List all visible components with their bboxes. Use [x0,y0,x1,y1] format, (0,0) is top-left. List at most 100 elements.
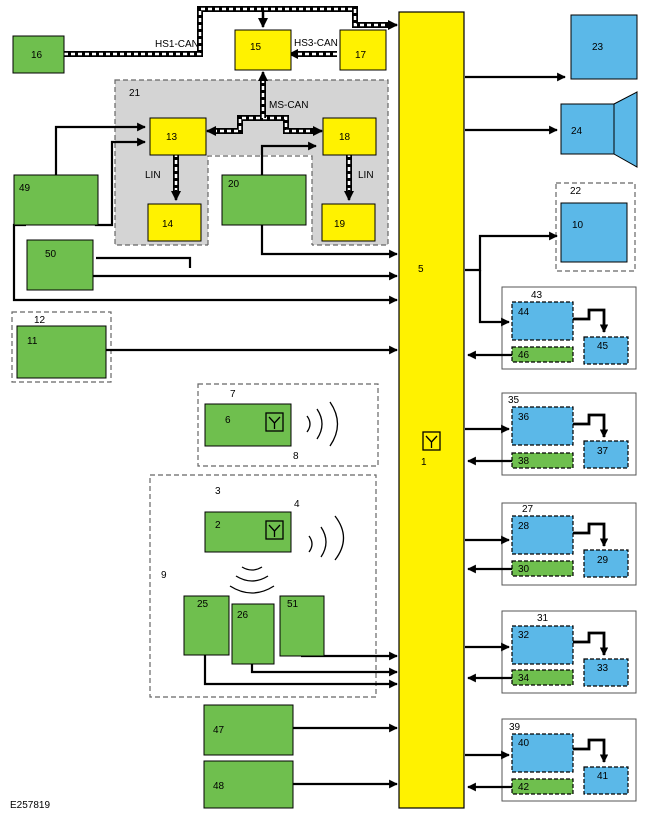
label-23: 23 [592,42,604,53]
block-48 [203,760,294,809]
label-17: 17 [355,50,367,61]
label-10: 10 [572,220,584,231]
label-51: 51 [287,599,299,610]
bus-label-lin-right: LIN [358,170,374,181]
label-44: 44 [518,307,530,318]
block-26 [231,603,275,665]
label-39: 39 [509,722,521,733]
label-50: 50 [45,249,57,260]
antenna-icon [265,412,284,432]
antenna-icon [422,431,441,451]
module-27-parts [511,515,629,578]
label-27: 27 [522,504,534,515]
label-42: 42 [518,782,530,793]
group-frame-22 [555,182,636,272]
group-frame-7 [197,383,379,467]
group-frame-3 [149,474,377,698]
block-19 [321,203,376,242]
module-43-parts [511,301,629,365]
module-35-parts [511,406,629,469]
label-49: 49 [19,183,31,194]
block-25 [183,595,230,656]
label-4: 4 [294,499,300,510]
radio-waves-icon [306,401,339,447]
label-1: 1 [421,457,427,468]
block-10 [560,202,628,263]
label-24: 24 [571,126,583,137]
label-2: 2 [215,520,221,531]
label-8: 8 [293,451,299,462]
label-3: 3 [215,486,221,497]
label-13: 13 [166,132,178,143]
label-45: 45 [597,341,609,352]
label-36: 36 [518,412,530,423]
block-16 [12,35,65,74]
block-23 [570,14,638,80]
ms-can-bus [213,78,316,134]
block-51 [279,595,325,657]
block-20 [221,174,307,226]
label-28: 28 [518,521,530,532]
label-37: 37 [597,446,609,457]
label-5: 5 [418,264,424,275]
block-18 [322,117,377,156]
block-13 [149,117,207,156]
label-46: 46 [518,350,530,361]
block-17 [339,29,387,71]
block-50 [26,239,94,291]
bus-label-hs1: HS1-CAN [155,39,199,50]
label-30: 30 [518,564,530,575]
block-5 [398,11,465,809]
label-33: 33 [597,663,609,674]
module-39-parts [511,733,629,795]
block-11 [16,325,107,379]
figure-code: E257819 [10,800,50,811]
block-labels: 1 2 3 4 5 6 7 8 9 10 11 12 13 14 15 16 1… [19,42,609,793]
label-38: 38 [518,456,530,467]
label-21: 21 [129,88,141,99]
label-14: 14 [162,219,174,230]
module-internal-arrows [573,308,609,763]
label-9: 9 [161,570,167,581]
block-15 [234,29,292,71]
label-31: 31 [537,613,549,624]
block-2 [204,511,292,553]
label-19: 19 [334,219,346,230]
block-14 [147,203,202,242]
label-47: 47 [213,725,225,736]
group-frame-12 [11,311,112,383]
label-22: 22 [570,186,582,197]
label-6: 6 [225,415,231,426]
bus-label-hs3: HS3-CAN [294,38,338,49]
bus-label-lin-left: LIN [145,170,161,181]
antenna-icon [265,520,284,540]
bus-label-ms: MS-CAN [269,100,308,111]
label-7: 7 [230,389,236,400]
label-11: 11 [27,336,38,347]
label-25: 25 [197,599,209,610]
block-6 [204,403,292,447]
group-cutout-border [207,155,313,245]
label-48: 48 [213,781,225,792]
label-34: 34 [518,673,530,684]
hs1-can-bus [64,6,388,57]
module-31-parts [511,625,629,687]
block-47 [203,704,294,756]
label-35: 35 [508,395,520,406]
label-29: 29 [597,555,609,566]
radio-waves-icon [229,566,275,594]
label-20: 20 [228,179,240,190]
speaker-icon [560,91,638,168]
label-43: 43 [531,290,543,301]
label-26: 26 [237,610,249,621]
label-18: 18 [339,132,351,143]
label-40: 40 [518,738,530,749]
label-32: 32 [518,630,530,641]
label-16: 16 [31,50,43,61]
label-41: 41 [597,771,609,782]
label-12: 12 [34,315,46,326]
radio-waves-icon [308,515,345,561]
block-49 [13,174,99,226]
label-15: 15 [250,42,262,53]
